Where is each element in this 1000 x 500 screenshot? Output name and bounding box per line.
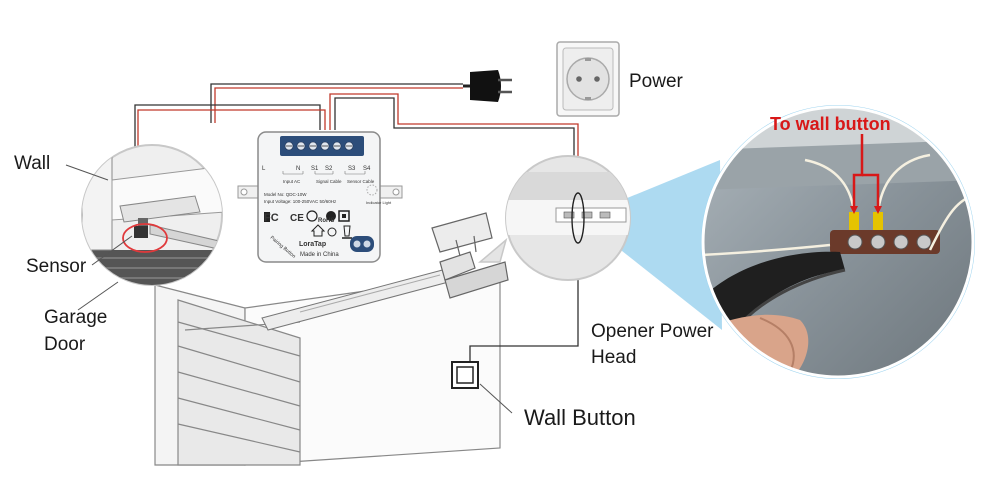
leader-lines [65, 164, 133, 311]
input-ac-text: Input AC [283, 179, 301, 184]
garage-door-label-line1: Garage [44, 307, 108, 328]
terminal-label-l: L [262, 166, 266, 172]
sensor-label: Sensor [26, 256, 87, 277]
wires [134, 83, 579, 362]
indicator-light-text: Indicator Light [366, 200, 392, 205]
terminal-label-s4: S4 [363, 166, 371, 172]
wall-label: Wall [14, 153, 51, 174]
to-wall-button-label: To wall button [770, 114, 891, 134]
garage-structure [154, 271, 501, 466]
input-voltage-text: Input Voltage: 100-250VAC 50/60Hz [264, 199, 337, 204]
terminal-label-s1: S1 [311, 166, 319, 172]
power-label: Power [629, 71, 683, 92]
garage-door-label-line2: Door [44, 334, 86, 355]
cert-fc-text: FC [264, 212, 279, 224]
terminal-label-n: N [296, 166, 300, 172]
terminal-label-s2: S2 [325, 166, 333, 172]
opener-power-head-label-line1: Opener Power [591, 321, 714, 342]
cert-ce-text: CE [290, 213, 304, 224]
opener-power-head-label-line2: Head [591, 347, 637, 368]
plug-icon [463, 70, 512, 102]
terminal-label-s3: S3 [348, 166, 356, 172]
wall-socket-icon [556, 41, 620, 117]
smart-switch-module [237, 131, 403, 263]
opener-head [431, 212, 509, 299]
signal-cable-text: Signal Cable [316, 179, 342, 184]
wall-inset [81, 144, 223, 286]
model-text: Model No: QDC-10W [264, 192, 307, 197]
wall-button-label: Wall Button [524, 405, 636, 430]
opener-head-inset [477, 155, 631, 281]
brand-text: LoraTap [299, 241, 326, 248]
sensor-cable-text: Sensor Cable [347, 179, 375, 184]
wall-button-icon [451, 361, 513, 414]
terminal-photo-inset [701, 105, 975, 379]
cert-rohs-text: RoHS [318, 218, 334, 224]
made-in-text: Made in China [300, 252, 339, 258]
